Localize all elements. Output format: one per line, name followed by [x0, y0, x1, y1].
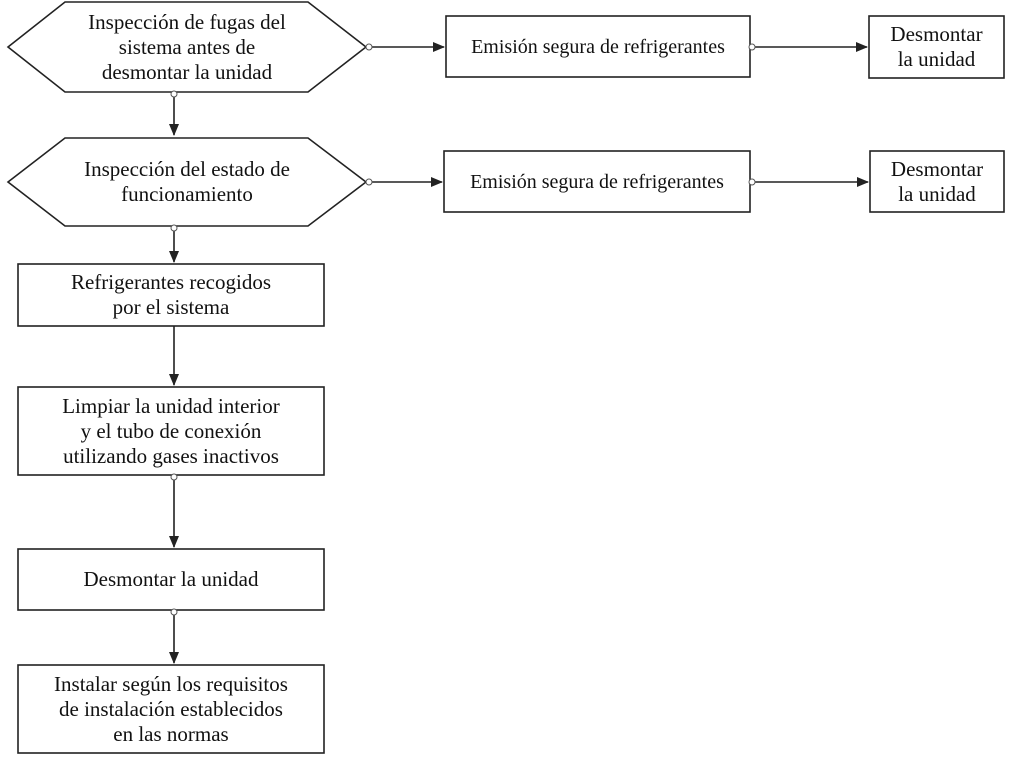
box-install-per-standards	[17, 664, 325, 754]
port-dismantle3-bottom	[170, 608, 178, 616]
label-leak-inspection: Inspección de fugas del sistema antes de…	[88, 9, 286, 84]
box-clean-indoor-unit	[17, 386, 325, 476]
label-safe-emission-2: Emisión segura de refrigerantes	[470, 170, 724, 193]
label-safe-emission-1: Emisión segura de refrigerantes	[471, 35, 725, 58]
port-emission2-right	[748, 178, 756, 186]
label-dismantle-1: Desmontar la unidad	[890, 22, 983, 71]
box-safe-emission-1	[445, 15, 751, 78]
port-hex1-bottom	[170, 90, 178, 98]
box-dismantle-1	[868, 15, 1005, 79]
label-clean-indoor-unit: Limpiar la unidad interior y el tubo de …	[62, 393, 280, 468]
port-hex2-right	[365, 178, 373, 186]
label-operating-state: Inspección del estado de funcionamiento	[84, 157, 290, 206]
box-refrigerants-collected	[17, 263, 325, 327]
port-hex2-bottom	[170, 224, 178, 232]
label-dismantle-unit: Desmontar la unidad	[83, 567, 259, 591]
label-refrigerants-collected: Refrigerantes recogidos por el sistema	[70, 270, 271, 319]
port-hex1-right	[365, 43, 373, 51]
label-install-per-standards: Instalar según los requisitos de instala…	[54, 671, 288, 746]
port-emission1-right	[748, 43, 756, 51]
box-dismantle-2	[869, 150, 1005, 213]
box-dismantle-unit	[17, 548, 325, 611]
port-clean-bottom	[170, 473, 178, 481]
label-dismantle-2: Desmontar la unidad	[890, 156, 984, 206]
box-safe-emission-2	[443, 150, 751, 213]
